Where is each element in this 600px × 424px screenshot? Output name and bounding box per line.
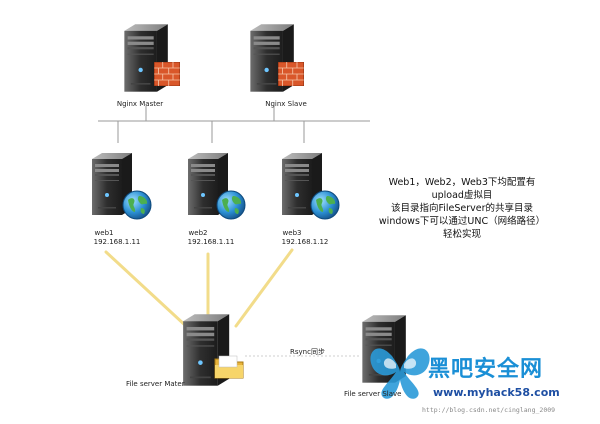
nginx-slave-label: Nginx Slave	[265, 100, 307, 108]
web3-name: web3	[282, 229, 302, 237]
web2-server[interactable]	[188, 153, 246, 220]
nginx-slave-server[interactable]	[250, 24, 304, 92]
nginx-master-server[interactable]	[124, 24, 180, 92]
file-server-master[interactable]	[183, 314, 244, 386]
config-note-line: windows下可以通过UNC（网络路径）	[378, 216, 546, 227]
network-bus	[98, 106, 370, 143]
web3-ip: 192.168.1.12	[281, 238, 329, 246]
brand-url[interactable]: www.myhack58.com	[433, 386, 560, 399]
file-server-master-label: File server Mater	[126, 380, 185, 388]
firewall-icon	[154, 62, 180, 86]
config-note-line: upload虚拟目	[431, 190, 493, 201]
config-note-line: Web1，Web2，Web3下均配置有	[388, 177, 536, 188]
globe-icon	[216, 190, 246, 220]
blog-watermark: http://blog.csdn.net/cinglang_2009	[422, 406, 556, 414]
globe-icon	[310, 190, 340, 220]
brand-logo-icon	[370, 348, 430, 399]
config-note: Web1，Web2，Web3下均配置有 upload虚拟目 该目录指向FileS…	[372, 176, 552, 241]
web1-ip: 192.168.1.11	[93, 238, 141, 246]
web2-name: web2	[188, 229, 208, 237]
web2-ip: 192.168.1.11	[187, 238, 235, 246]
rsync-label: Rsync同步	[290, 348, 325, 356]
web1-name: web1	[94, 229, 114, 237]
config-note-line: 轻松实现	[442, 229, 481, 240]
web3-server[interactable]	[282, 153, 340, 220]
brand-name: 黑吧安全网	[428, 357, 544, 382]
globe-icon	[122, 190, 152, 220]
file-server-slave-label: File server Slave	[344, 390, 402, 398]
folder-icon	[214, 355, 244, 379]
web1-server[interactable]	[92, 153, 152, 220]
nginx-master-label: Nginx Master	[116, 100, 164, 108]
config-note-line: 该目录指向FileServer的共享目录	[390, 203, 534, 214]
storage-links	[104, 248, 294, 328]
firewall-icon	[278, 62, 304, 86]
